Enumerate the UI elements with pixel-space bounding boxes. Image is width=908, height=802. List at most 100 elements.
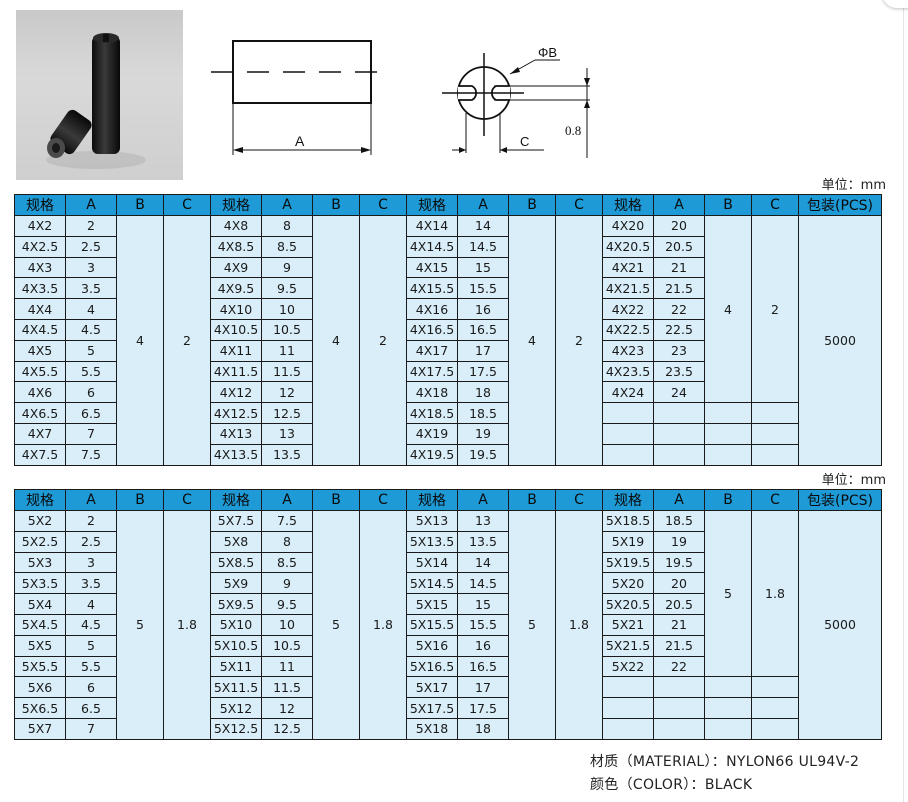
b-empty-cell bbox=[704, 402, 752, 424]
c-empty-cell bbox=[751, 717, 799, 740]
corner-widget[interactable] bbox=[882, 0, 908, 8]
a-value-cell: 7.5 bbox=[261, 510, 313, 532]
a-value-cell: 3 bbox=[65, 551, 117, 574]
spec-cell: 5X2 bbox=[14, 510, 66, 532]
a-value-cell: 9 bbox=[261, 256, 313, 279]
a-value-cell: 17 bbox=[457, 676, 509, 699]
spec-cell: 4X17.5 bbox=[406, 360, 458, 383]
spec-cell: 5X3 bbox=[14, 551, 66, 574]
a-value-cell: 4.5 bbox=[65, 318, 117, 341]
spec-cell: 5X5.5 bbox=[14, 655, 66, 678]
a-value-cell: 2 bbox=[65, 215, 117, 237]
a-value-cell bbox=[653, 402, 705, 424]
spec-cell: 4X13 bbox=[210, 422, 262, 445]
a-value-cell: 19 bbox=[457, 422, 509, 445]
spec-cell: 4X12.5 bbox=[210, 402, 262, 424]
a-value-cell: 15.5 bbox=[457, 613, 509, 636]
spec-cell: 4X18 bbox=[406, 381, 458, 404]
column-header: 规格 bbox=[602, 489, 654, 511]
spec-cell: 4X16 bbox=[406, 298, 458, 320]
a-value-cell: 22 bbox=[653, 655, 705, 678]
a-value-cell: 5.5 bbox=[65, 655, 117, 678]
material-line: 材质（MATERIAL）：NYLON66 UL94V-2 bbox=[590, 754, 860, 770]
spec-cell: 5X12.5 bbox=[210, 717, 262, 740]
a-value-cell: 11 bbox=[261, 339, 313, 362]
spec-cell: 4X14.5 bbox=[406, 235, 458, 258]
spec-cell: 5X13.5 bbox=[406, 530, 458, 553]
spec-cell: 5X18.5 bbox=[602, 510, 654, 532]
packing-cell: 5000 bbox=[798, 215, 882, 466]
spec-cell bbox=[602, 422, 654, 445]
a-value-cell: 7 bbox=[65, 717, 117, 740]
a-value-cell: 14.5 bbox=[457, 235, 509, 258]
end-view-diagram: ΦB C 0.8 bbox=[442, 45, 590, 158]
a-value-cell: 16.5 bbox=[457, 655, 509, 678]
c-empty-cell bbox=[751, 422, 799, 445]
a-value-cell: 16 bbox=[457, 298, 509, 320]
spec-cell: 4X22.5 bbox=[602, 318, 654, 341]
column-header: B bbox=[704, 489, 752, 511]
spec-cell: 4X6.5 bbox=[14, 402, 66, 424]
spec-cell: 5X4 bbox=[14, 593, 66, 615]
column-header: B bbox=[508, 489, 556, 511]
spec-cell: 5X10 bbox=[210, 613, 262, 636]
dim-a-label: A bbox=[295, 133, 305, 149]
column-header: A bbox=[457, 489, 509, 511]
spec-cell: 5X14 bbox=[406, 551, 458, 574]
b-empty-cell bbox=[704, 443, 752, 466]
a-value-cell: 23 bbox=[653, 339, 705, 362]
spec-cell: 4X7 bbox=[14, 422, 66, 445]
spec-cell: 4X12 bbox=[210, 381, 262, 404]
c-empty-cell bbox=[751, 402, 799, 424]
spec-cell: 4X23.5 bbox=[602, 360, 654, 383]
a-value-cell: 6.5 bbox=[65, 697, 117, 719]
spec-cell: 5X11.5 bbox=[210, 676, 262, 699]
column-header: B bbox=[312, 489, 360, 511]
side-view-diagram: A bbox=[211, 40, 390, 155]
a-value-cell: 10.5 bbox=[261, 318, 313, 341]
column-header: 规格 bbox=[210, 489, 262, 511]
spec-cell bbox=[602, 697, 654, 719]
column-header: C bbox=[359, 489, 407, 511]
a-value-cell: 15 bbox=[457, 256, 509, 279]
spec-cell: 5X7 bbox=[14, 717, 66, 740]
b-value-cell: 5 bbox=[704, 509, 752, 678]
a-value-cell: 21 bbox=[653, 256, 705, 279]
spec-cell: 4X8.5 bbox=[210, 235, 262, 258]
a-value-cell: 18.5 bbox=[457, 402, 509, 424]
a-value-cell: 20 bbox=[653, 572, 705, 595]
spec-cell: 5X6.5 bbox=[14, 697, 66, 719]
spec-cell: 5X16 bbox=[406, 634, 458, 657]
a-value-cell: 5 bbox=[65, 339, 117, 362]
spec-cell: 4X11.5 bbox=[210, 360, 262, 383]
a-value-cell: 21.5 bbox=[653, 634, 705, 657]
a-value-cell: 10 bbox=[261, 298, 313, 320]
spec-cell: 4X4 bbox=[14, 298, 66, 320]
column-header: C bbox=[555, 194, 603, 216]
c-value-cell: 2 bbox=[163, 215, 211, 466]
spec-cell: 4X2 bbox=[14, 215, 66, 237]
a-value-cell: 14 bbox=[457, 551, 509, 574]
column-header: C bbox=[359, 194, 407, 216]
a-value-cell: 9 bbox=[261, 572, 313, 595]
a-value-cell bbox=[653, 717, 705, 740]
a-value-cell: 18.5 bbox=[653, 510, 705, 532]
column-header: B bbox=[508, 194, 556, 216]
c-value-cell: 2 bbox=[359, 215, 407, 466]
spec-cell: 5X9 bbox=[210, 572, 262, 595]
a-value-cell: 20.5 bbox=[653, 235, 705, 258]
a-value-cell: 14.5 bbox=[457, 572, 509, 595]
spec-cell bbox=[602, 402, 654, 424]
column-header: 规格 bbox=[210, 194, 262, 216]
spec-cell: 5X21.5 bbox=[602, 634, 654, 657]
a-value-cell bbox=[653, 443, 705, 466]
